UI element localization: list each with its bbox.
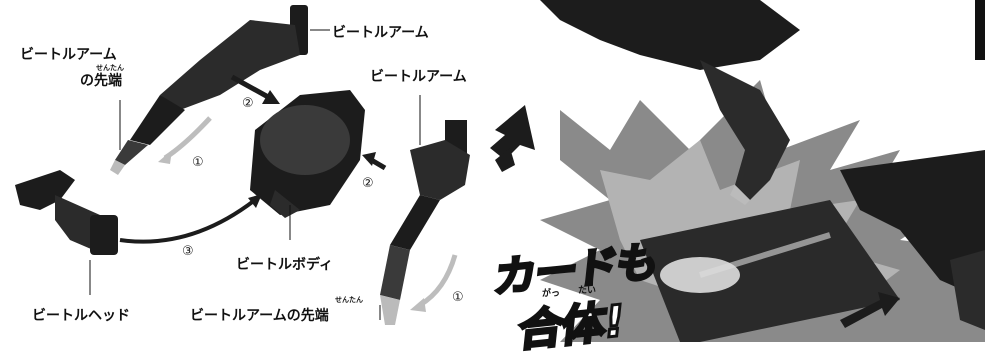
combined-robot-photo <box>540 0 985 330</box>
illustration-canvas <box>15 0 985 342</box>
card-image <box>640 200 900 342</box>
label-body: ビートルボディ <box>236 257 334 273</box>
step-3: ③ <box>182 244 194 259</box>
beetle-arm-top <box>110 5 308 175</box>
label-arm-tip-left-line1: ビートルアーム <box>20 47 117 63</box>
transition-arrow <box>490 105 535 172</box>
promo-ruby-1: がっ <box>542 289 561 299</box>
ruby-arm-tip-left: せんたん <box>96 64 124 72</box>
label-arm-top: ビートルアーム <box>332 25 429 41</box>
step-1-left: ① <box>192 155 204 170</box>
beetle-arm-right <box>380 120 470 325</box>
label-arm-right: ビートルアーム <box>370 69 467 85</box>
beetle-body <box>250 90 365 218</box>
assembly-arrows <box>119 74 458 312</box>
leader-lines <box>89 29 421 320</box>
step-1-bottom: ① <box>452 290 464 305</box>
promo-ruby-2: たい <box>578 286 597 296</box>
beetle-head <box>15 170 118 255</box>
label-arm-tip-bottom: ビートルアームの先端 <box>190 308 329 324</box>
step-2-right: ② <box>362 176 374 191</box>
promo-line2: 合体! <box>514 294 626 358</box>
label-arm-tip-left-line2: の先端 <box>80 73 122 89</box>
label-head: ビートルヘッド <box>32 308 130 324</box>
step-2-top: ② <box>242 96 254 111</box>
ruby-arm-tip-bottom: せんたん <box>335 296 363 304</box>
card-insert-arrow <box>840 292 900 328</box>
